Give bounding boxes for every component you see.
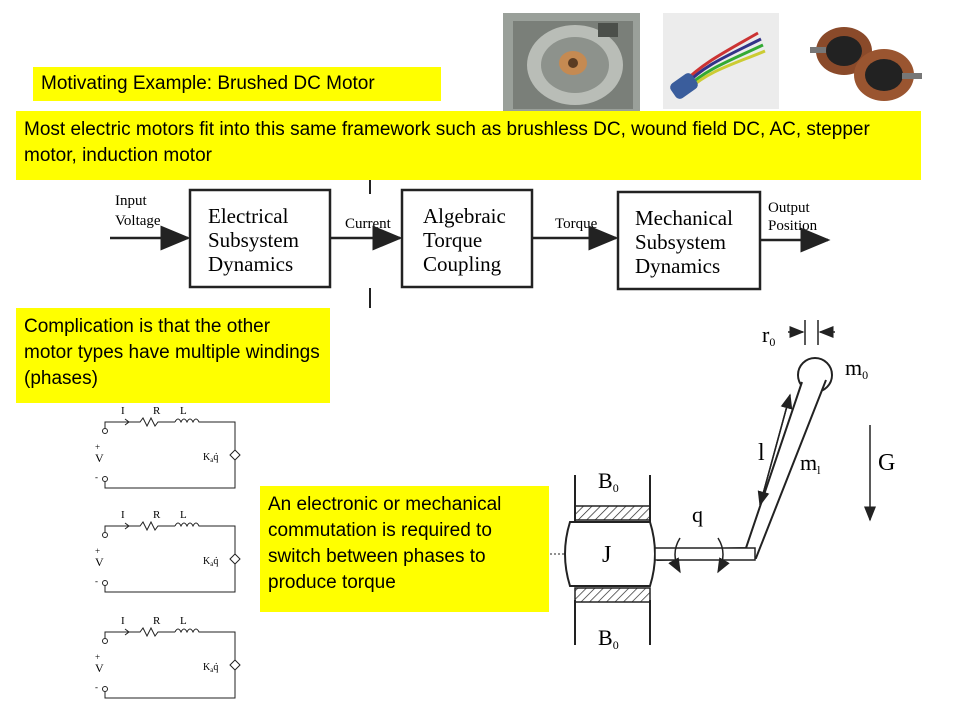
svg-text:+: + bbox=[95, 442, 100, 452]
block2-line2: Torque bbox=[423, 228, 482, 252]
svg-text:V: V bbox=[95, 555, 104, 569]
torque-coupling-block bbox=[400, 188, 534, 289]
small-motor-with-wires-photo bbox=[663, 13, 779, 109]
phase-circuit-1: I R L + V - Kaq̇ bbox=[95, 405, 241, 489]
block1-line1: Electrical bbox=[208, 204, 289, 228]
motor-arm-mechanism: r0 m0 l ml G B0 B0 J q bbox=[550, 320, 895, 652]
svg-text:Kaq̇: Kaq̇ bbox=[203, 452, 218, 464]
mechanical-subsystem-block bbox=[616, 190, 762, 291]
svg-text:I: I bbox=[121, 405, 125, 417]
brushed-motor-photo bbox=[503, 13, 640, 113]
svg-text:V: V bbox=[95, 661, 104, 675]
position-label: Position bbox=[768, 218, 818, 234]
torque-label: Torque bbox=[555, 216, 598, 232]
inertia-label: J bbox=[602, 542, 611, 568]
input-label: Input bbox=[115, 193, 147, 209]
svg-text:-: - bbox=[95, 472, 98, 482]
svg-text:R: R bbox=[153, 615, 161, 627]
svg-text:Kaq̇: Kaq̇ bbox=[203, 662, 218, 674]
block3-line3: Dynamics bbox=[635, 254, 720, 278]
complication-callout: Complication is that the other motor typ… bbox=[16, 308, 330, 403]
b0-bottom-label: B0 bbox=[598, 625, 619, 652]
angle-q-label: q bbox=[692, 502, 703, 527]
block1-line3: Dynamics bbox=[208, 252, 293, 276]
voltage-label-2: Voltage bbox=[115, 213, 161, 229]
svg-text:I: I bbox=[121, 509, 125, 521]
svg-text:-: - bbox=[95, 682, 98, 692]
svg-text:V: V bbox=[95, 451, 104, 465]
block3-line2: Subsystem bbox=[635, 230, 726, 254]
r0-label: r0 bbox=[762, 322, 775, 349]
rotor-inertia bbox=[564, 521, 656, 587]
shaft bbox=[654, 547, 756, 561]
current-label: Current bbox=[345, 216, 392, 232]
electrical-subsystem-block bbox=[188, 188, 332, 289]
output-label: Output bbox=[768, 200, 811, 216]
bottom-bearing bbox=[574, 587, 651, 603]
svg-text:L: L bbox=[180, 509, 187, 521]
top-bearing bbox=[574, 505, 651, 521]
phase-circuit-2: I R L + V - Kaq̇ bbox=[95, 509, 241, 593]
brushless-stator-photo bbox=[806, 13, 926, 109]
block1-line2: Subsystem bbox=[208, 228, 299, 252]
block2-line3: Coupling bbox=[423, 252, 502, 276]
svg-text:L: L bbox=[180, 615, 187, 627]
svg-text:L: L bbox=[180, 405, 187, 417]
block-diagram: Input Voltage Electrical Subsystem Dynam… bbox=[110, 180, 831, 308]
title-callout: Motivating Example: Brushed DC Motor bbox=[33, 67, 441, 101]
gravity-label: G bbox=[878, 450, 895, 476]
svg-text:+: + bbox=[95, 546, 100, 556]
svg-text:R: R bbox=[153, 509, 161, 521]
svg-text:+: + bbox=[95, 652, 100, 662]
svg-text:Kaq̇: Kaq̇ bbox=[203, 556, 218, 568]
commutation-callout: An electronic or mechanical commutation … bbox=[260, 486, 549, 612]
m0-label: m0 bbox=[845, 355, 868, 382]
framework-callout: Most electric motors fit into this same … bbox=[16, 111, 921, 180]
block3-line1: Mechanical bbox=[635, 206, 733, 230]
phase-circuits: I R L + V - Kaq̇ I R L + V - Kaq̇ I R L bbox=[95, 405, 241, 699]
svg-text:I: I bbox=[121, 615, 125, 627]
b0-top-label: B0 bbox=[598, 468, 619, 495]
svg-text:R: R bbox=[153, 405, 161, 417]
svg-text:-: - bbox=[95, 576, 98, 586]
block2-line1: Algebraic bbox=[423, 204, 506, 228]
length-label: l bbox=[758, 440, 765, 466]
phase-circuit-3: I R L + V - Kaq̇ bbox=[95, 615, 241, 699]
m1-label: ml bbox=[800, 450, 821, 477]
